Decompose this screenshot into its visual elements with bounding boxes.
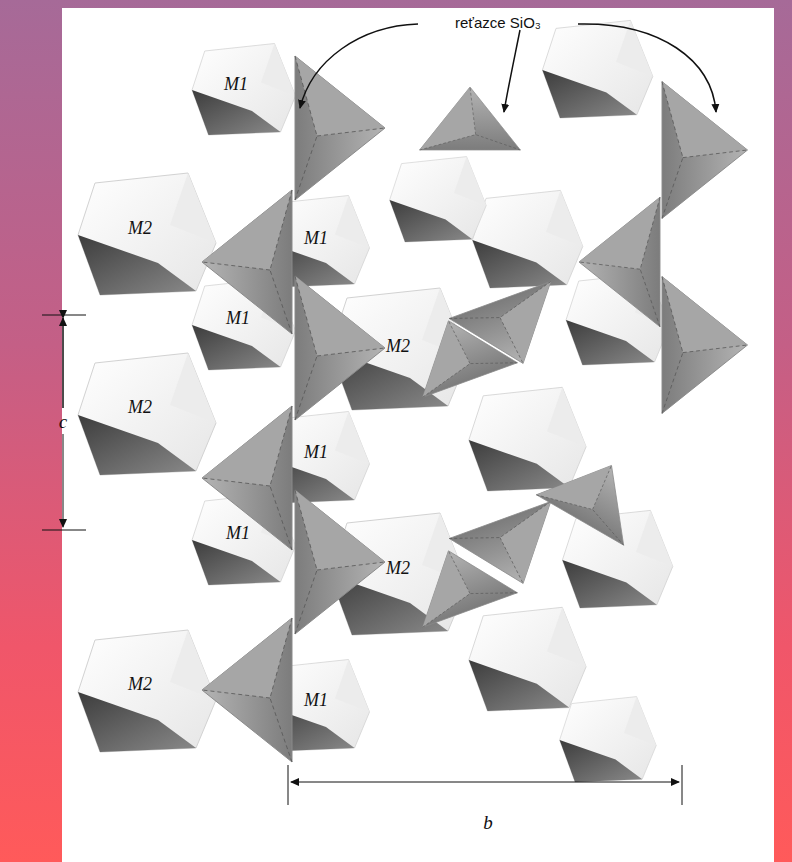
site-label: M1: [304, 229, 328, 247]
dimension-label: b: [483, 813, 493, 832]
site-label: M2: [128, 398, 152, 416]
dimension-label: c: [59, 412, 67, 431]
callout-text: reťazce SiO₃: [455, 15, 541, 30]
site-label: M2: [386, 559, 410, 577]
site-label: M1: [226, 524, 250, 542]
site-label: M1: [226, 309, 250, 327]
site-label: M1: [224, 75, 248, 93]
site-label: M2: [386, 337, 410, 355]
site-label: M1: [304, 691, 328, 709]
site-label: M2: [128, 675, 152, 693]
site-label: M2: [128, 219, 152, 237]
site-label: M1: [304, 443, 328, 461]
